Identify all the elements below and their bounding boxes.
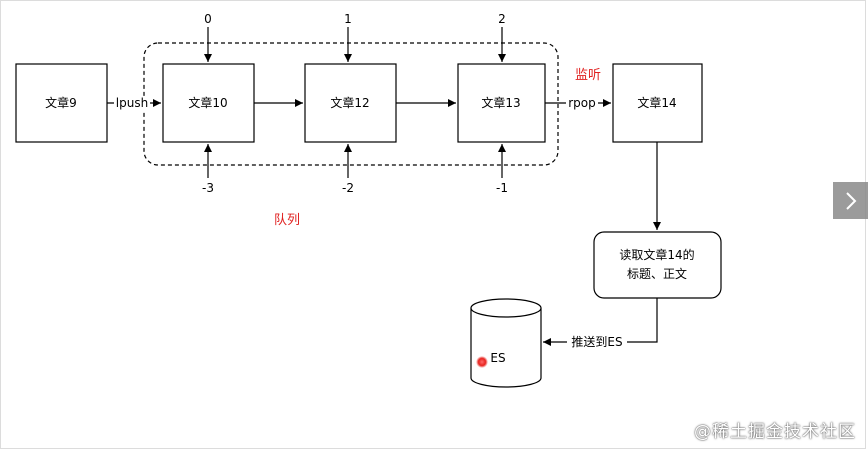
node-read-line2: 标题、正文 [627,266,687,281]
node-es-label: ES [490,351,505,365]
site-watermark: @稀土掘金技术社区 [694,422,856,442]
node-article13: 文章13 [457,63,546,143]
edge-rpop-label: rpop [568,96,596,110]
node-article14-label: 文章14 [637,95,676,110]
index-bottom-neg3: -3 [202,181,214,195]
node-article9: 文章9 [15,63,108,143]
node-read-line1: 读取文章14的 [619,247,694,262]
node-article9-label: 文章9 [45,95,77,110]
index-bottom-neg2: -2 [342,181,354,195]
es-marker-dot [476,356,488,368]
chevron-right-icon [845,191,856,210]
node-article10: 文章10 [162,63,255,143]
node-article12: 文章12 [304,63,397,143]
edge-lpush-label: lpush [116,96,148,110]
node-es-database: ES [470,298,542,388]
edge-push-es-label: 推送到ES [571,334,622,349]
node-read-article: 读取文章14的 标题、正文 [593,231,722,299]
node-article10-label: 文章10 [188,95,227,110]
next-image-button[interactable] [833,182,868,219]
node-article13-label: 文章13 [481,95,520,110]
annotation-queue: 队列 [274,213,300,228]
node-article14: 文章14 [612,63,703,143]
index-top-1: 1 [344,12,352,26]
node-article12-label: 文章12 [330,95,369,110]
index-bottom-neg1: -1 [496,181,508,195]
index-top-2: 2 [498,12,506,26]
annotation-listen: 监听 [575,68,601,83]
index-top-0: 0 [204,12,212,26]
queue-container [143,42,559,166]
